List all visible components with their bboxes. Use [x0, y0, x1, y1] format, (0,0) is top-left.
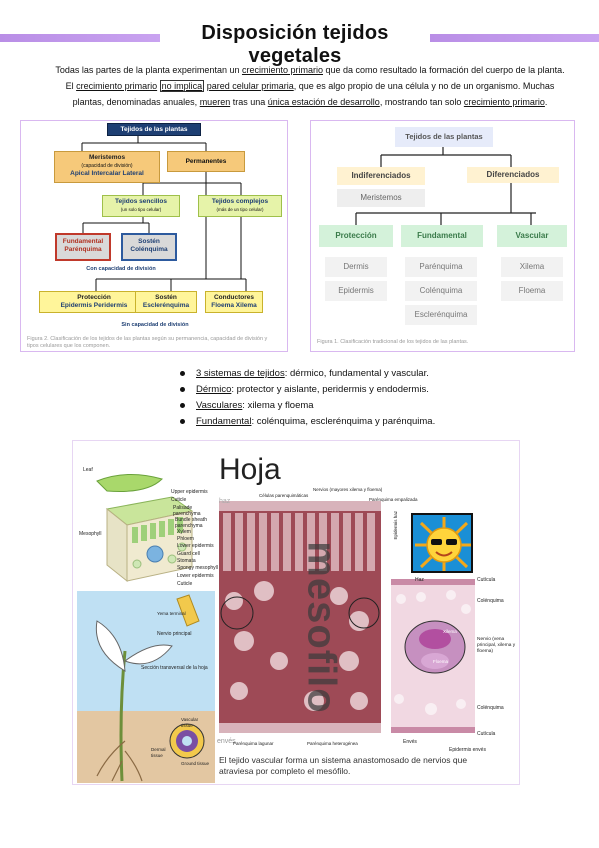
fig2-sencillos-node: Tejidos sencillos (un solo tipo celular): [102, 195, 180, 217]
fig2-proteccion-node: Protección Epidermis Peridermis: [39, 291, 149, 313]
fig1-colenquima-node: Colénquima: [405, 281, 477, 301]
vascular-tissue-label: Vascular tissue: [181, 717, 199, 728]
leaf-lower-epidermis-label: Lower epidermis: [177, 543, 214, 549]
figure-2-tissue-chart: Tejidos de las plantas Meristemos (capac…: [20, 120, 288, 352]
hoja-figure: Leaf Upper epidermis Cuticle Palisade pa…: [72, 440, 520, 785]
leaf-guard-cell-label: Guard cell: [177, 551, 200, 557]
leaf-lower-epidermis-2-label: Lower epidermis: [177, 573, 214, 579]
fig1-vascular-node: Vascular: [497, 225, 567, 247]
enves-label: envés: [217, 738, 236, 745]
fig2-con-capacidad: Con capacidad de división: [86, 266, 156, 272]
fig1-parenquima-node: Parénquima: [405, 257, 477, 277]
fig1-dermis-node: Dermis: [325, 257, 387, 277]
vein-cross-section: [391, 579, 475, 733]
leaf-phloem-label: Phloem: [177, 536, 194, 542]
colenquima-label: Colénquima: [477, 598, 504, 604]
haz-label: haz: [219, 498, 231, 505]
fig1-fundamental-node: Fundamental: [401, 225, 483, 247]
leaf-bundle-sheath-label: Bundle sheath parenchyma: [175, 517, 207, 529]
hoja-title: Hoja: [219, 453, 281, 486]
intro-paragraph: Todas las partes de la planta experiment…: [55, 65, 565, 107]
leaf-cuticle-2-label: Cuticle: [177, 581, 193, 587]
parenq-hetero-label: Parénquima heterogénea: [307, 741, 358, 746]
plant-illustration: [77, 594, 215, 783]
parenq-empal-label: Parénquima empalizada: [369, 497, 418, 502]
enves2-label: Envés: [403, 739, 417, 745]
mesophyll-label: Mesophyll: [79, 531, 102, 537]
leaf-palisade-label: Palisade parenchyma: [173, 505, 201, 517]
mesofilo-overlay: mesofilo: [299, 537, 344, 717]
list-item: Vasculares: xilema y floema: [178, 398, 435, 414]
colenquima2-label: Colénquima: [477, 705, 504, 711]
hoja-footer-text: El tejido vascular forma un sistema anas…: [219, 755, 468, 776]
cuticula-label: Cutícula: [477, 577, 496, 583]
epidermis-enves-label: Epidermis envés: [449, 747, 486, 753]
fig1-caption: Figura 1. Clasificación tradicional de l…: [317, 339, 469, 345]
list-item: Fundamental: colénquima, esclerénquima y…: [178, 414, 435, 430]
fig2-sosten2-node: Sostén Esclerénquima: [135, 291, 197, 313]
fig2-permanentes-node: Permanentes: [167, 151, 245, 172]
title-bar-left: [0, 34, 160, 42]
micrograph-texture: [219, 501, 381, 733]
list-item: 3 sistemas de tejidos: dérmico, fundamen…: [178, 366, 435, 382]
cel-parenq-label: Células parenquimáticas: [259, 493, 309, 498]
fig1-floema-node: Floema: [501, 281, 563, 301]
leaf-cuticle-label: Cuticle: [171, 497, 187, 503]
fig2-caption: Figura 2. Clasificación de los tejidos d…: [27, 336, 268, 349]
nervio-vena-label: Nervio (vena principal, xilema y floema): [477, 637, 516, 654]
leaf-xylem-label: Xylem: [177, 529, 191, 535]
figure-1-connectors: [355, 147, 536, 225]
leaf-cross-section-diagram: [77, 469, 217, 591]
nervio-principal-label: Nervio principal: [157, 631, 192, 637]
fig1-indiferenciados-node: Indiferenciados: [337, 167, 425, 185]
figure-1-tissue-chart: Tejidos de las plantas Indiferenciados D…: [310, 120, 575, 352]
leaf-block-illustration: [96, 473, 194, 583]
fig2-fundamental-node: Fundamental Parénquima: [55, 233, 111, 261]
fig2-conductores-node: Conductores Floema Xilema: [205, 291, 263, 313]
yema-label: Yema terminal: [157, 611, 186, 616]
mesofilo-text: mesofilo: [299, 540, 344, 714]
ground-tissue-label: Ground tissue: [181, 761, 210, 766]
sun-icon: [415, 517, 471, 571]
title-bar-right: [430, 34, 599, 42]
page-title: Disposición tejidos vegetales: [201, 22, 389, 67]
nervios-label: Nervios (mayores xilema y floema): [313, 487, 383, 492]
seccion-label: Sección transversal de la hoja: [141, 665, 208, 671]
leaf-upper-epidermis-label: Upper epidermis: [171, 489, 208, 495]
tissue-systems-list: 3 sistemas de tejidos: dérmico, fundamen…: [178, 366, 435, 430]
dermal-tissue-label: Dermal tissue: [151, 747, 166, 758]
leaf-micrograph: [219, 501, 381, 733]
parenq-lagunar-label: Parénquima lagunar: [233, 741, 274, 746]
haz2-label: Haz: [415, 577, 424, 583]
fig1-root-node: Tejidos de las plantas: [395, 127, 493, 147]
epidermis-haz-label: Epidermis haz: [393, 511, 398, 540]
floema-label: Floema: [433, 659, 449, 664]
fig2-sin-capacidad: Sin capacidad de división: [121, 322, 189, 328]
list-item: Dérmico: protector y aislante, peridermi…: [178, 382, 435, 398]
plant-illustration-panel: [77, 591, 215, 783]
fig2-meristemos-node: Meristemos (capacidad de división) Apica…: [54, 151, 160, 183]
fig1-diferenciados-node: Diferenciados: [467, 167, 559, 183]
fig1-xilema-node: Xilema: [501, 257, 563, 277]
leaf-stomata-label: Stomata: [177, 558, 196, 564]
fig1-epidermis-node: Epidermis: [325, 281, 387, 301]
vein-texture: [391, 579, 475, 733]
leaf-label: Leaf: [83, 467, 93, 473]
figure-2-connectors: [81, 136, 247, 291]
xilema-label: Xilema: [443, 629, 457, 634]
fig1-proteccion-node: Protección: [319, 225, 393, 247]
fig1-esclerenquima-node: Esclerénquima: [405, 305, 477, 325]
cuticula2-label: Cutícula: [477, 731, 496, 737]
leaf-spongy-label: Spongy mesophyll: [177, 565, 218, 571]
fig2-sosten-node: Sostén Colénquima: [121, 233, 177, 261]
sun-sticker: [411, 513, 473, 573]
fig2-complejos-node: Tejidos complejos (más de un tipo celula…: [198, 195, 282, 217]
fig1-meristemos-node: Meristemos: [337, 189, 425, 207]
fig2-root-node: Tejidos de las plantas: [107, 123, 201, 136]
